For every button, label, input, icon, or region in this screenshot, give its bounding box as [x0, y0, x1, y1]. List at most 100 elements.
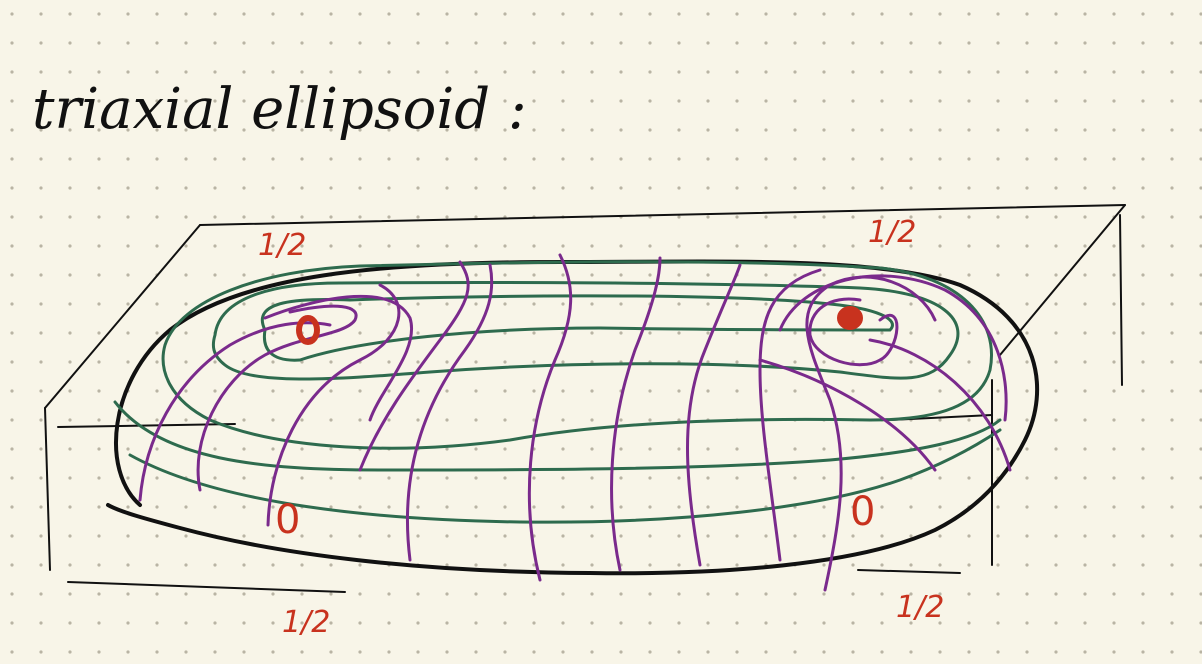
grid-dot	[1141, 447, 1145, 451]
grid-dot	[68, 447, 72, 451]
grid-dot	[271, 592, 275, 596]
grid-dot	[1025, 534, 1029, 538]
grid-dot	[97, 128, 101, 132]
grid-dot	[503, 331, 507, 335]
grid-dot	[590, 447, 594, 451]
grid-dot	[561, 128, 565, 132]
grid-dot	[184, 41, 188, 45]
grid-dot	[909, 215, 913, 219]
grid-dot	[68, 70, 72, 74]
grid-dot	[126, 12, 130, 16]
label-zero-left: 0	[275, 497, 300, 543]
grid-dot	[271, 99, 275, 103]
grid-dot	[735, 99, 739, 103]
grid-dot	[416, 389, 420, 393]
grid-dot	[822, 621, 826, 625]
grid-dot	[242, 360, 246, 364]
grid-dot	[880, 505, 884, 509]
grid-dot	[213, 215, 217, 219]
grid-dot	[39, 215, 43, 219]
grid-dot	[735, 389, 739, 393]
grid-dot	[851, 476, 855, 480]
grid-dot	[39, 70, 43, 74]
grid-dot	[677, 621, 681, 625]
grid-dot	[416, 302, 420, 306]
purple-contour-right-lower	[758, 358, 937, 472]
label-bottom-right: 1/2	[896, 590, 944, 625]
grid-dot	[677, 563, 681, 567]
grid-dot	[242, 41, 246, 45]
grid-dot	[822, 476, 826, 480]
grid-dot	[10, 12, 14, 16]
grid-dot	[793, 41, 797, 45]
grid-dot	[10, 389, 14, 393]
grid-dot	[10, 128, 14, 132]
grid-dot	[967, 70, 971, 74]
grid-dot	[677, 12, 681, 16]
grid-dot	[242, 302, 246, 306]
grid-dot	[1054, 215, 1058, 219]
grid-dot	[242, 215, 246, 219]
grid-dot	[300, 476, 304, 480]
grid-dot	[242, 650, 246, 654]
grid-dot	[619, 99, 623, 103]
grid-dot	[300, 418, 304, 422]
grid-dot	[184, 157, 188, 161]
grid-dot	[126, 331, 130, 335]
grid-dot	[1170, 244, 1174, 248]
grid-dot	[1112, 592, 1116, 596]
grid-dot	[938, 70, 942, 74]
purple-contour-right-inner	[808, 297, 899, 367]
grid-dot	[503, 418, 507, 422]
grid-dot	[474, 186, 478, 190]
grid-dot	[1199, 70, 1202, 74]
grid-dot	[967, 331, 971, 335]
grid-dot	[677, 534, 681, 538]
grid-dot	[39, 41, 43, 45]
grid-dot	[300, 215, 304, 219]
grid-dot	[938, 215, 942, 219]
grid-dot	[126, 157, 130, 161]
grid-dot	[706, 70, 710, 74]
grid-dot	[909, 360, 913, 364]
grid-dot	[1083, 592, 1087, 596]
grid-dot	[97, 418, 101, 422]
grid-dot	[967, 476, 971, 480]
grid-dot	[387, 41, 391, 45]
grid-dot	[1054, 70, 1058, 74]
grid-dot	[271, 128, 275, 132]
grid-dot	[184, 244, 188, 248]
grid-dot	[242, 99, 246, 103]
grid-dot	[416, 41, 420, 45]
grid-dot	[1054, 563, 1058, 567]
grid-dot	[561, 505, 565, 509]
grid-dot	[358, 99, 362, 103]
grid-dot	[1054, 128, 1058, 132]
grid-dot	[1170, 302, 1174, 306]
grid-dot	[387, 70, 391, 74]
grid-dot	[706, 99, 710, 103]
grid-dot	[213, 244, 217, 248]
grid-dot	[68, 389, 72, 393]
grid-dot	[1199, 476, 1202, 480]
grid-dot	[445, 389, 449, 393]
grid-dot	[996, 41, 1000, 45]
grid-dot	[706, 215, 710, 219]
grid-dot	[1083, 505, 1087, 509]
grid-dot	[445, 99, 449, 103]
grid-dot	[1199, 563, 1202, 567]
grid-dot	[416, 186, 420, 190]
grid-dot	[213, 505, 217, 509]
grid-dot	[271, 650, 275, 654]
grid-dot	[793, 12, 797, 16]
grid-dot	[155, 650, 159, 654]
grid-dot	[416, 505, 420, 509]
grid-dot	[213, 186, 217, 190]
grid-dot	[1112, 447, 1116, 451]
grid-dot	[445, 41, 449, 45]
grid-dot	[1083, 215, 1087, 219]
grid-dot	[851, 592, 855, 596]
grid-dot	[1199, 302, 1202, 306]
grid-dot	[329, 563, 333, 567]
grid-dot	[1199, 215, 1202, 219]
